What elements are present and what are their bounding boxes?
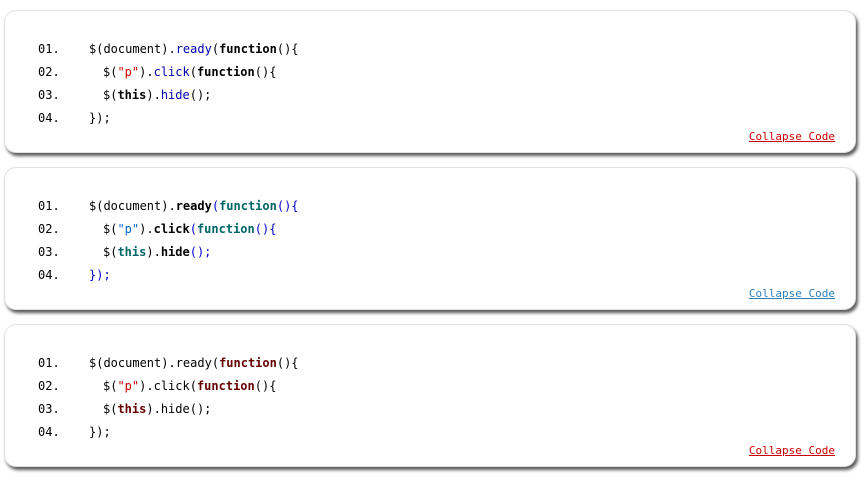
line-number: 01. (38, 42, 60, 56)
code-text: $(this).hide(); (89, 84, 211, 107)
collapse-code-link[interactable]: Collapse Code (748, 287, 835, 300)
code-line: 01. $(document).ready(function(){ (5, 38, 705, 61)
code-token-keyword: this (117, 245, 147, 259)
code-token-method: hide (160, 88, 190, 102)
line-number: 02. (38, 65, 60, 79)
code-token-paren: (); (189, 88, 212, 102)
code-token-paren: (); (189, 245, 212, 259)
code-token-paren: }); (89, 425, 111, 439)
code-text: }); (89, 421, 111, 444)
collapse-code-link[interactable]: Collapse Code (748, 130, 835, 143)
code-token-plain: $(document). (89, 199, 176, 213)
code-text: $(this).hide(); (89, 398, 211, 421)
code-token-paren: (){ (276, 199, 299, 213)
code-token-plain: $( (103, 379, 118, 393)
code-token-plain: ). (139, 222, 154, 236)
code-token-plain: $( (103, 402, 118, 416)
code-line: 04.}); (5, 264, 705, 287)
code-line: 02. $("p").click(function(){ (5, 375, 705, 398)
code-text: $("p").click(function(){ (89, 61, 276, 84)
code-token-keyword: this (117, 402, 147, 416)
code-token-method: ready (175, 356, 212, 370)
code-token-keyword: function (196, 379, 255, 393)
code-line: 04.}); (5, 107, 705, 130)
code-token-keyword: function (219, 199, 277, 213)
code-token-keyword: function (219, 42, 277, 56)
line-number: 01. (38, 356, 60, 370)
code-token-paren: ( (211, 42, 220, 56)
code-token-string: "p" (117, 65, 140, 79)
code-token-plain: ). (146, 245, 161, 259)
code-text: $(this).hide(); (89, 241, 211, 264)
line-number: 03. (38, 245, 60, 259)
code-token-method: click (153, 379, 190, 393)
code-line: 01. $(document).ready(function(){ (5, 195, 705, 218)
code-token-keyword: this (117, 88, 147, 102)
code-lines: 01.$(document).ready(function(){02.$("p"… (5, 195, 705, 287)
code-token-plain: ). (139, 65, 154, 79)
line-number: 04. (38, 268, 60, 282)
code-token-method: hide (160, 245, 190, 259)
line-number: 01. (38, 199, 60, 213)
code-token-paren: (){ (276, 42, 299, 56)
code-token-plain: ). (139, 379, 154, 393)
code-token-paren: (){ (254, 379, 277, 393)
code-lines: 01.$(document).ready(function(){02.$("p"… (5, 352, 705, 444)
code-token-paren: ( (211, 199, 220, 213)
code-token-plain: $( (103, 222, 118, 236)
code-token-plain: $(document). (89, 356, 176, 370)
code-token-method: ready (175, 42, 212, 56)
line-number: 03. (38, 402, 60, 416)
code-line: 02. $("p").click(function(){ (5, 218, 705, 241)
code-token-paren: }); (89, 111, 111, 125)
line-number: 03. (38, 88, 60, 102)
code-text: $(document).ready(function(){ (89, 38, 299, 61)
code-line: 04.}); (5, 421, 705, 444)
code-text: $("p").click(function(){ (89, 375, 276, 398)
code-text: }); (89, 107, 111, 130)
line-number: 04. (38, 111, 60, 125)
code-token-paren: (){ (254, 65, 277, 79)
code-lines: 01.$(document).ready(function(){02.$("p"… (5, 38, 705, 130)
code-token-plain: ). (146, 88, 161, 102)
code-line: 02. $("p").click(function(){ (5, 61, 705, 84)
code-token-keyword: function (196, 65, 255, 79)
code-token-method: ready (175, 199, 212, 213)
code-block-2: 01.$(document).ready(function(){02.$("p"… (4, 167, 856, 310)
code-token-paren: ( (189, 222, 197, 236)
code-token-plain: $(document). (89, 42, 176, 56)
code-token-keyword: function (219, 356, 277, 370)
code-block-3: 01.$(document).ready(function(){02.$("p"… (4, 324, 856, 467)
code-token-plain: $( (103, 65, 118, 79)
code-token-method: hide (160, 402, 190, 416)
code-line: 01. $(document).ready(function(){ (5, 352, 705, 375)
line-number: 04. (38, 425, 60, 439)
code-token-method: click (153, 65, 190, 79)
code-token-plain: ). (146, 402, 161, 416)
code-text: }); (89, 264, 111, 287)
code-token-string: "p" (117, 379, 140, 393)
code-token-keyword: function (196, 222, 255, 236)
code-token-plain: $( (103, 245, 118, 259)
code-token-paren: (){ (276, 356, 299, 370)
collapse-code-link[interactable]: Collapse Code (748, 444, 835, 457)
code-line: 03. $(this).hide(); (5, 84, 705, 107)
code-text: $("p").click(function(){ (89, 218, 276, 241)
code-line: 03. $(this).hide(); (5, 241, 705, 264)
line-number: 02. (38, 379, 60, 393)
code-block-1: 01.$(document).ready(function(){02.$("p"… (4, 10, 856, 153)
code-token-method: click (153, 222, 190, 236)
code-text: $(document).ready(function(){ (89, 352, 299, 375)
line-number: 02. (38, 222, 60, 236)
code-token-paren: (); (189, 402, 212, 416)
code-token-paren: ( (189, 65, 197, 79)
code-token-paren: ( (211, 356, 220, 370)
code-token-paren: }); (89, 268, 111, 282)
code-token-paren: (){ (254, 222, 277, 236)
code-text: $(document).ready(function(){ (89, 195, 299, 218)
code-token-plain: $( (103, 88, 118, 102)
code-token-paren: ( (189, 379, 197, 393)
code-token-string: "p" (117, 222, 140, 236)
code-line: 03. $(this).hide(); (5, 398, 705, 421)
